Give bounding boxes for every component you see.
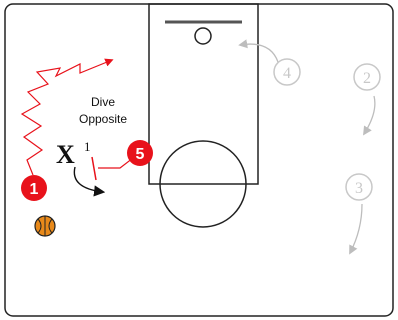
player-1: 1 [21, 175, 47, 201]
screen-path [98, 157, 134, 169]
player-5-number: 5 [136, 146, 145, 163]
player-3-number: 3 [355, 180, 363, 197]
player4-arrow [238, 39, 279, 63]
defender-move-arrow [73, 166, 106, 197]
defender-number: 1 [84, 139, 91, 154]
defender-letter: X [56, 140, 75, 169]
screen-bar [91, 156, 97, 181]
player-2: 2 [353, 63, 381, 91]
rim [194, 27, 212, 45]
player-1-number: 1 [30, 181, 39, 198]
player-4: 4 [273, 58, 301, 86]
player-2-circle [353, 63, 381, 91]
player-3-circle [345, 173, 373, 201]
player-5-circle [127, 140, 153, 166]
player-4-number: 4 [283, 65, 291, 82]
player-3: 3 [345, 173, 373, 201]
free-throw-circle [159, 140, 247, 228]
play-label-line2: Opposite [79, 112, 127, 126]
basketball-icon [34, 215, 56, 237]
play-label-line1: Dive [91, 95, 115, 109]
player2-arrow [363, 95, 376, 136]
player3-arrow [349, 203, 363, 255]
player-4-circle [273, 58, 301, 86]
dive-cut-path [20, 58, 114, 176]
lane-key [148, 3, 259, 185]
player-1-circle [21, 175, 47, 201]
defender-x1: X 1 [56, 139, 91, 169]
player-5: 5 [127, 140, 153, 166]
player-2-number: 2 [363, 70, 371, 87]
